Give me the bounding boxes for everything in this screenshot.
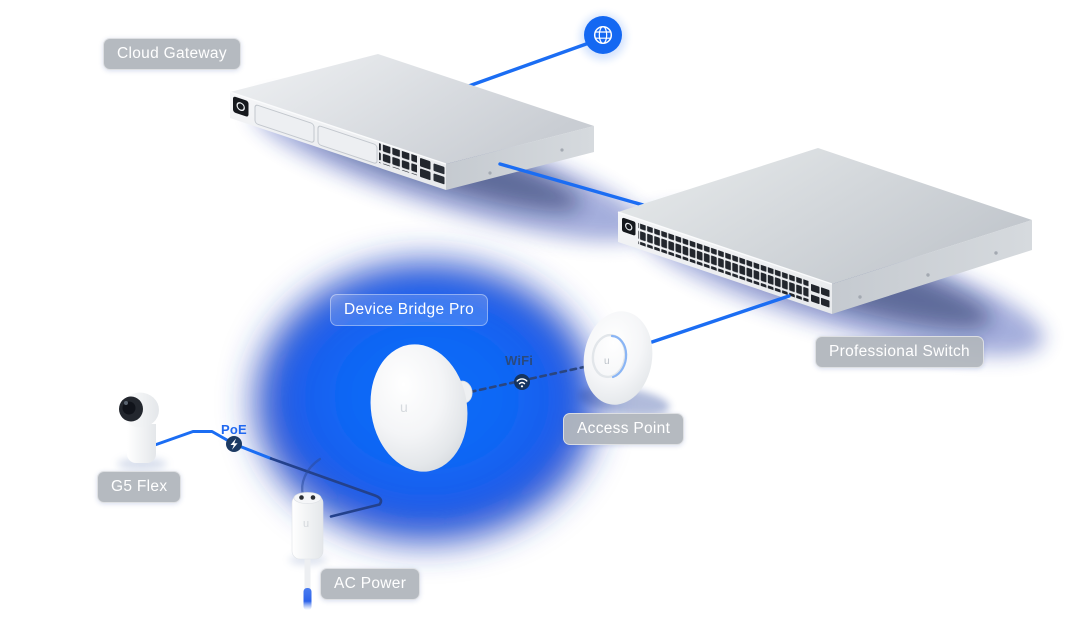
gateway-drive-bay-1	[254, 104, 315, 143]
switch-rj45-ports	[638, 222, 809, 303]
device-bridge-pro-label: Device Bridge Pro	[330, 294, 489, 326]
injector-u-logo: u	[303, 518, 309, 530]
ap-to-bridge-wireless-line	[468, 365, 586, 394]
poe-line-over-glow	[269, 457, 383, 518]
injector-port-2	[310, 495, 316, 500]
cloud-gateway-device	[229, 54, 594, 190]
switch-sfp-port-4	[821, 297, 830, 308]
gateway-wan-port-2	[420, 168, 431, 181]
wifi-icon	[516, 378, 528, 388]
internet-to-gateway-line	[464, 41, 591, 89]
ac-power-label: AC Power	[320, 568, 421, 600]
switch-screw	[858, 295, 862, 299]
switch-sfp-port-1	[811, 284, 820, 294]
switch-top-face	[618, 148, 1032, 284]
internet-globe	[584, 16, 622, 54]
camera-body	[127, 424, 156, 463]
switch-to-ap-line	[650, 294, 791, 344]
camera-lens-glint	[124, 401, 128, 405]
gateway-front-details	[233, 96, 445, 185]
switch-sfp-port-3	[811, 294, 820, 304]
ap-u-logo: u	[604, 356, 610, 367]
gateway-top-face	[230, 54, 594, 164]
wifi-tag: WiFi	[505, 353, 534, 368]
gateway-drive-bay-2	[317, 125, 378, 164]
globe-icon	[593, 25, 613, 45]
switch-front-edge-highlight	[617, 211, 833, 285]
gateway-screw-2	[560, 148, 564, 152]
gateway-to-switch-line	[498, 162, 652, 209]
injector-feed-line	[301, 457, 322, 497]
bridge-dome	[370, 344, 468, 472]
professional-switch-device	[617, 148, 1032, 314]
gateway-screen	[233, 96, 249, 117]
poe-tag: PoE	[221, 422, 247, 437]
device-bridge-pro-device: u	[370, 344, 473, 472]
wifi-badge	[514, 374, 530, 390]
camera-poe-line	[150, 430, 273, 460]
injector-cable-tip	[303, 588, 312, 610]
injector-top	[293, 492, 322, 504]
switch-sfp-port-2	[821, 287, 830, 297]
injector-port-1	[299, 495, 304, 500]
access-point-label: Access Point	[563, 413, 685, 445]
g5-flex-label: G5 Flex	[97, 471, 182, 503]
gateway-rj45-ports	[379, 143, 417, 176]
globe-circle	[584, 16, 622, 54]
ac-power-injector: u	[291, 492, 324, 610]
gateway-screen-logo	[236, 102, 245, 112]
access-point-device: u	[583, 311, 653, 405]
cloud-gateway-label: Cloud Gateway	[103, 38, 241, 70]
ap-led-ring	[610, 334, 628, 379]
gateway-front-edge-highlight	[229, 91, 447, 165]
switch-screw-3	[994, 251, 998, 255]
gateway-right-face	[446, 126, 594, 190]
ap-disc	[583, 311, 653, 405]
g5-flex-camera	[119, 392, 159, 463]
switch-screen	[622, 217, 636, 236]
gateway-sfp-port	[433, 163, 445, 175]
poe-badge	[226, 436, 242, 452]
gateway-wan-port	[420, 158, 431, 170]
switch-front-details	[622, 217, 830, 308]
bridge-u-logo: u	[400, 399, 408, 415]
switch-screen-logo	[624, 222, 633, 231]
switch-right-face	[832, 220, 1032, 314]
lightning-icon	[230, 438, 238, 450]
gateway-screw	[488, 171, 492, 175]
professional-switch-label: Professional Switch	[815, 336, 984, 368]
gateway-sfp-port-2	[433, 173, 445, 185]
switch-screw-2	[926, 273, 930, 277]
